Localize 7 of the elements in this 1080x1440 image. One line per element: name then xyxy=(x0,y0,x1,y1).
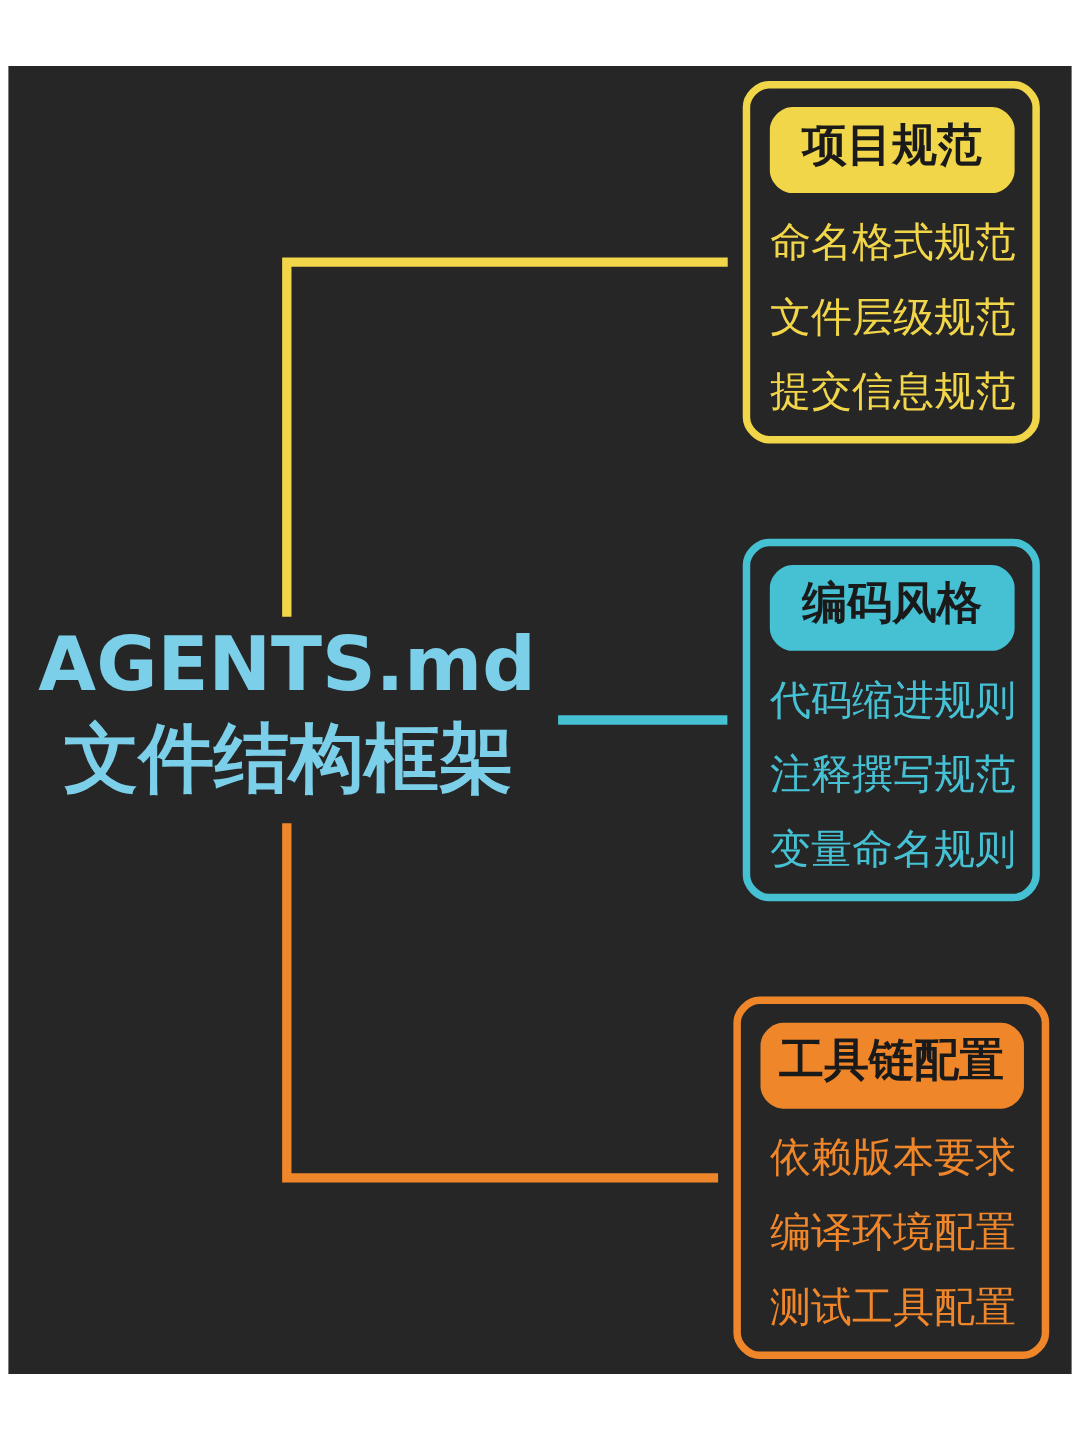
node-text: AGENTS.md 文件结构框架 xyxy=(38,621,536,802)
connector xyxy=(282,823,719,1183)
connector xyxy=(558,715,728,725)
node-box: 项目规范 命名格式规范 文件层级规范 提交信息规范 xyxy=(742,80,1040,444)
connector xyxy=(282,257,728,617)
node-box: 工具链配置 依赖版本要求 编译环境配置 测试工具配置 xyxy=(733,996,1050,1360)
node-box: 编码风格 代码缩进规则 注释撰写规范 变量命名规则 xyxy=(742,538,1040,902)
